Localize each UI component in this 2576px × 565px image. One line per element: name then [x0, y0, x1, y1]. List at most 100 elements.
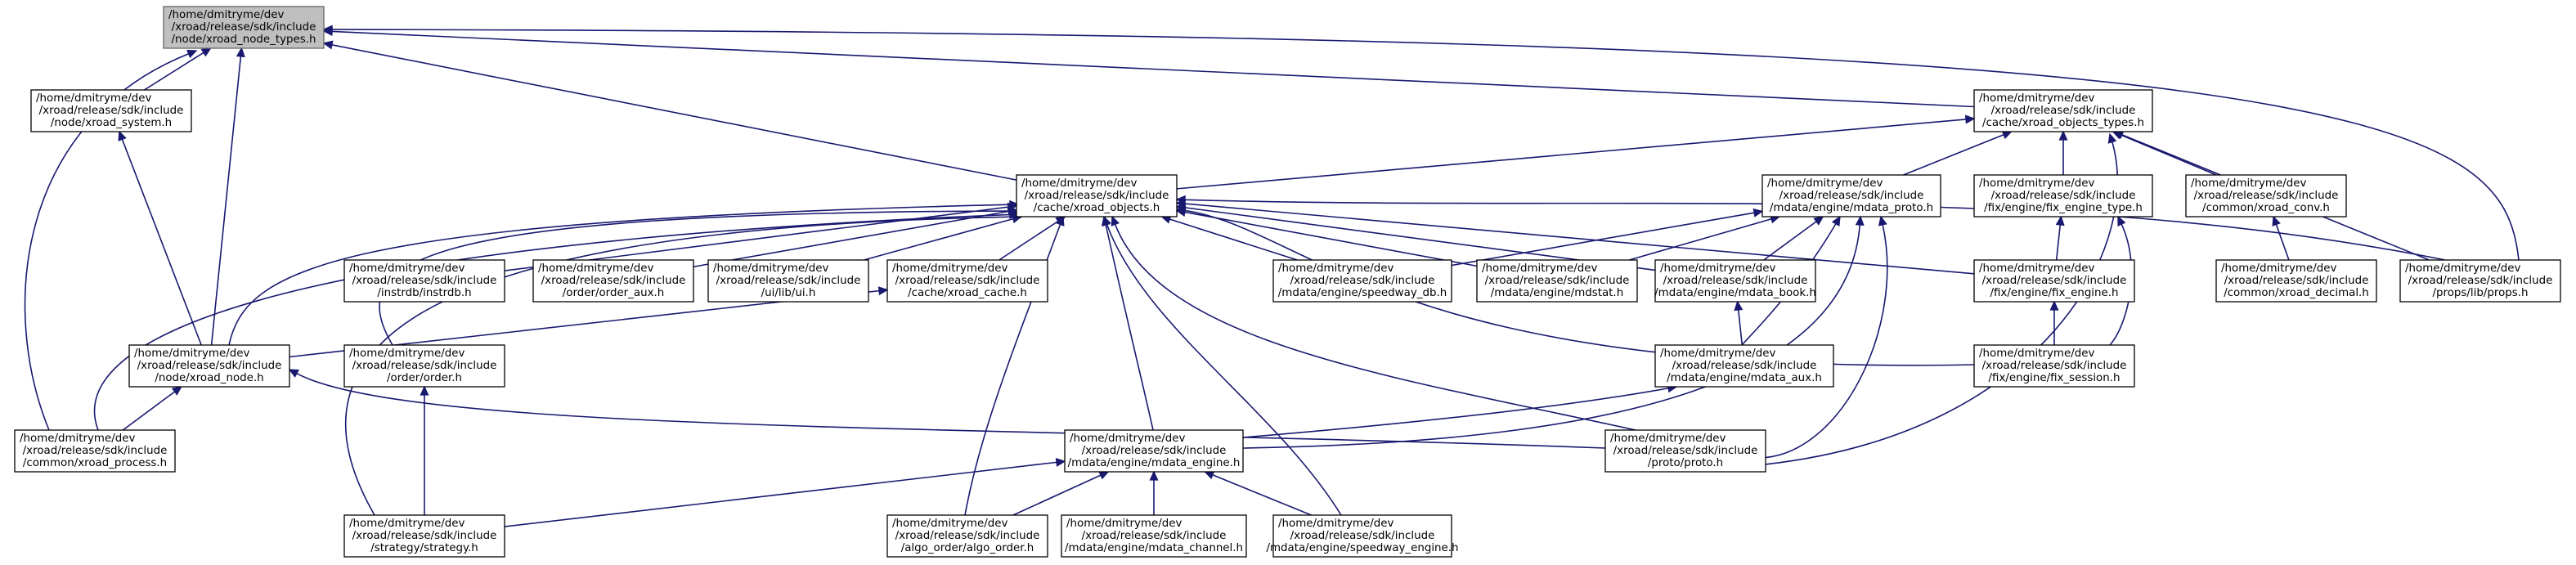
- file-node-order-aux[interactable]: /home/dmitryme/dev/xroad/release/sdk/inc…: [532, 259, 694, 303]
- file-node-strategy[interactable]: /home/dmitryme/dev/xroad/release/sdk/inc…: [343, 514, 505, 558]
- node-label-line: /xroad/release/sdk/include: [1982, 275, 2127, 287]
- node-label-line: /xroad/release/sdk/include: [23, 445, 168, 457]
- file-node-xroad-process[interactable]: /home/dmitryme/dev/xroad/release/sdk/inc…: [14, 429, 176, 473]
- node-label-line: /home/dmitryme/dev: [1660, 262, 1775, 275]
- node-box: [14, 429, 176, 473]
- node-box: [1761, 174, 1941, 217]
- file-node-fix-engine[interactable]: /home/dmitryme/dev/xroad/release/sdk/inc…: [1973, 259, 2135, 303]
- edge-speedway-db-includes-mdata-proto: [1451, 208, 1764, 267]
- file-node-xroad-decimal[interactable]: /home/dmitryme/dev/xroad/release/sdk/inc…: [2215, 259, 2377, 303]
- file-node-xroad-conv[interactable]: /home/dmitryme/dev/xroad/release/sdk/inc…: [2185, 174, 2347, 217]
- node-label-line: /home/dmitryme/dev: [1610, 433, 1726, 445]
- node-box: [1061, 514, 1247, 558]
- edge-fix-engine-type-includes-objects-types: [2058, 130, 2068, 175]
- edge-xroad-process-includes-xroad-node: [122, 386, 182, 431]
- edge-strategy-includes-mdata-engine: [504, 457, 1066, 527]
- file-node-mdata-channel[interactable]: /home/dmitryme/dev/xroad/release/sdk/inc…: [1061, 514, 1247, 558]
- file-node-proto[interactable]: /home/dmitryme/dev/xroad/release/sdk/inc…: [1604, 429, 1766, 473]
- edge-speedway-engine-includes-xroad-objects: [1102, 215, 1342, 516]
- file-node-mdata-proto[interactable]: /home/dmitryme/dev/xroad/release/sdk/inc…: [1761, 174, 1941, 217]
- node-label-line: /instrdb/instrdb.h: [377, 287, 471, 299]
- file-node-objects-types[interactable]: /home/dmitryme/dev/xroad/release/sdk/inc…: [1973, 89, 2153, 132]
- file-node-node-types[interactable]: /home/dmitryme/dev/xroad/release/sdk/inc…: [163, 6, 325, 49]
- file-node-ui[interactable]: /home/dmitryme/dev/xroad/release/sdk/inc…: [707, 259, 869, 303]
- node-box: [343, 259, 505, 303]
- edge-xroad-objects-includes-objects-types: [1176, 114, 1976, 190]
- edge-mdata-book-includes-mdata-proto: [1763, 216, 1824, 261]
- edge-mdstat-includes-xroad-objects: [1175, 208, 1478, 267]
- node-box: [343, 514, 505, 558]
- edge-xroad-process-includes-node-types: [24, 49, 198, 431]
- node-label-line: /strategy/strategy.h: [370, 542, 478, 554]
- node-label-line: /xroad/release/sdk/include: [895, 530, 1040, 542]
- file-node-xroad-cache[interactable]: /home/dmitryme/dev/xroad/release/sdk/inc…: [886, 259, 1048, 303]
- node-box: [30, 89, 192, 132]
- node-box: [2399, 259, 2561, 303]
- node-box: [1973, 259, 2135, 303]
- node-label-line: /mdata/engine/mdata_channel.h: [1065, 542, 1243, 554]
- node-box: [1272, 259, 1452, 303]
- edge-xroad-node-includes-xroad-system: [118, 130, 202, 346]
- file-node-mdstat[interactable]: /home/dmitryme/dev/xroad/release/sdk/inc…: [1476, 259, 1638, 303]
- node-label-line: /home/dmitryme/dev: [349, 262, 464, 275]
- node-label-line: /mdata/engine/speedway_engine.h: [1266, 542, 1458, 554]
- file-node-mdata-book[interactable]: /home/dmitryme/dev/xroad/release/sdk/inc…: [1654, 259, 1816, 303]
- file-node-mdata-aux[interactable]: /home/dmitryme/dev/xroad/release/sdk/inc…: [1654, 344, 1834, 388]
- node-label-line: /xroad/release/sdk/include: [1991, 190, 2136, 202]
- node-label-line: /home/dmitryme/dev: [1979, 177, 2094, 190]
- node-label-line: /home/dmitryme/dev: [1660, 348, 1775, 360]
- edge-proto-includes-xroad-node: [288, 369, 1606, 449]
- node-label-line: /node/xroad_node_types.h: [172, 34, 316, 46]
- node-box: [1064, 429, 1244, 473]
- file-node-order[interactable]: /home/dmitryme/dev/xroad/release/sdk/inc…: [343, 344, 505, 388]
- file-node-fix-engine-type[interactable]: /home/dmitryme/dev/xroad/release/sdk/inc…: [1973, 174, 2153, 217]
- node-label-line: /node/xroad_system.h: [51, 117, 172, 129]
- node-box: [163, 6, 325, 49]
- node-box: [1476, 259, 1638, 303]
- file-node-mdata-engine[interactable]: /home/dmitryme/dev/xroad/release/sdk/inc…: [1064, 429, 1244, 473]
- node-box: [128, 344, 290, 388]
- edge-props-includes-node-types: [322, 25, 2520, 261]
- edge-speedway-engine-includes-mdata-engine: [1204, 470, 1312, 516]
- file-node-speedway-engine[interactable]: /home/dmitryme/dev/xroad/release/sdk/inc…: [1266, 514, 1459, 558]
- node-label-line: /xroad/release/sdk/include: [716, 275, 861, 287]
- node-label-line: /fix/engine/fix_session.h: [1989, 372, 2120, 384]
- node-label-line: /xroad/release/sdk/include: [895, 275, 1040, 287]
- file-node-speedway-db[interactable]: /home/dmitryme/dev/xroad/release/sdk/inc…: [1272, 259, 1452, 303]
- node-label-line: /home/dmitryme/dev: [1070, 433, 1185, 445]
- file-node-fix-session[interactable]: /home/dmitryme/dev/xroad/release/sdk/inc…: [1973, 344, 2135, 388]
- node-label-line: /xroad/release/sdk/include: [352, 275, 497, 287]
- file-node-instrdb[interactable]: /home/dmitryme/dev/xroad/release/sdk/inc…: [343, 259, 505, 303]
- edge-xroad-node-includes-node-types: [210, 47, 245, 346]
- file-node-xroad-node[interactable]: /home/dmitryme/dev/xroad/release/sdk/inc…: [128, 344, 290, 388]
- node-label-line: /xroad/release/sdk/include: [1613, 445, 1758, 457]
- edge-proto-includes-xroad-objects: [1111, 215, 1636, 431]
- node-label-line: /home/dmitryme/dev: [1066, 518, 1182, 530]
- node-label-line: /home/dmitryme/dev: [36, 92, 151, 105]
- node-box: [1973, 89, 2153, 132]
- node-label-line: /ui/lib/ui.h: [761, 287, 816, 299]
- node-label-line: /home/dmitryme/dev: [2221, 262, 2336, 275]
- node-label-line: /xroad/release/sdk/include: [1485, 275, 1630, 287]
- edge-order-aux-includes-xroad-objects: [693, 207, 1018, 268]
- edge-strategy-includes-order: [420, 385, 429, 515]
- node-label-line: /xroad/release/sdk/include: [39, 105, 184, 117]
- node-box: [343, 344, 505, 388]
- node-label-line: /mdata/engine/mdata_proto.h: [1770, 202, 1933, 214]
- node-label-line: /fix/engine/fix_engine_type.h: [1984, 202, 2143, 214]
- edge-xroad-process-includes-xroad-objects: [93, 209, 1020, 431]
- edge-mdata-engine-includes-mdata-proto: [1242, 215, 1865, 449]
- edge-fix-session-includes-fix-engine: [2049, 300, 2059, 345]
- node-label-line: /home/dmitryme/dev: [1278, 518, 1393, 530]
- node-box: [886, 259, 1048, 303]
- node-label-line: /mdata/engine/speedway_db.h: [1278, 287, 1447, 299]
- file-node-props[interactable]: /home/dmitryme/dev/xroad/release/sdk/inc…: [2399, 259, 2561, 303]
- file-node-xroad-system[interactable]: /home/dmitryme/dev/xroad/release/sdk/inc…: [30, 89, 192, 132]
- file-node-xroad-objects[interactable]: /home/dmitryme/dev/xroad/release/sdk/inc…: [1016, 174, 1178, 217]
- file-node-algo-order[interactable]: /home/dmitryme/dev/xroad/release/sdk/inc…: [886, 514, 1048, 558]
- node-label-line: /home/dmitryme/dev: [168, 9, 284, 21]
- node-label-line: /home/dmitryme/dev: [2191, 177, 2306, 190]
- node-label-line: /xroad/release/sdk/include: [1779, 190, 1924, 202]
- node-box: [1654, 259, 1816, 303]
